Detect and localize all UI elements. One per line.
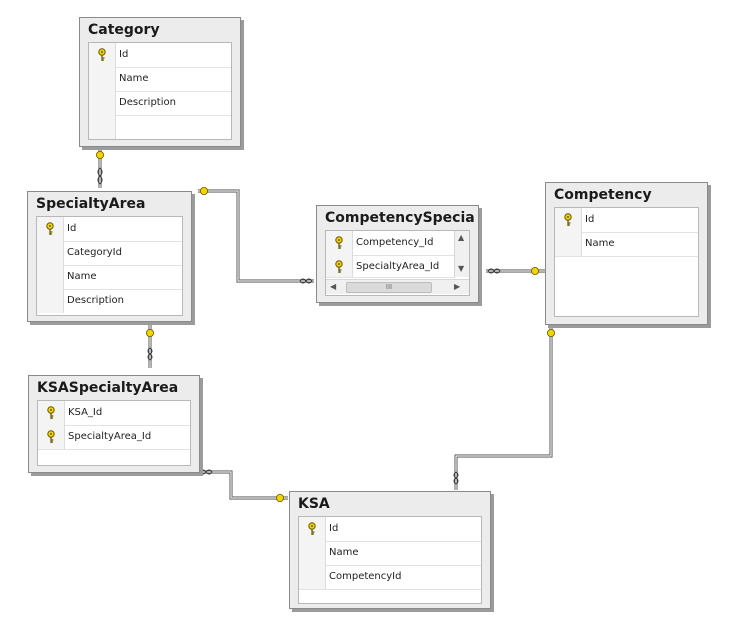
column-row[interactable]: SpecialtyArea_Id bbox=[38, 425, 190, 450]
column-grid: Id CategoryId Name Description bbox=[36, 216, 183, 316]
column-name: Name bbox=[67, 271, 97, 282]
infinity-end-icon bbox=[147, 347, 153, 361]
infinity-end-icon bbox=[453, 471, 459, 485]
column-grid: KSA_Id SpecialtyArea_Id bbox=[37, 400, 191, 466]
column-row[interactable]: Id bbox=[89, 43, 231, 68]
column-grid: Id Name bbox=[554, 207, 699, 317]
table-title: KSASpecialtyArea bbox=[37, 380, 179, 396]
column-name: CategoryId bbox=[67, 247, 122, 258]
table-category[interactable]: Category Id Name Description bbox=[79, 17, 241, 147]
column-row[interactable]: SpecialtyArea_Id bbox=[326, 255, 455, 278]
infinity-end-icon bbox=[199, 469, 213, 475]
column-name: Id bbox=[585, 214, 595, 225]
scroll-thumb[interactable]: III bbox=[346, 282, 432, 293]
table-title: SpecialtyArea bbox=[36, 196, 146, 212]
column-row[interactable]: Name bbox=[299, 541, 481, 566]
table-title: Competency bbox=[554, 187, 652, 203]
column-name: KSA_Id bbox=[68, 407, 103, 418]
primary-key-icon bbox=[46, 222, 54, 235]
column-row[interactable]: Description bbox=[89, 91, 231, 116]
scroll-up-arrow-icon[interactable]: ▲ bbox=[458, 233, 465, 242]
scroll-right-arrow-icon[interactable]: ▶ bbox=[454, 282, 461, 291]
column-row[interactable]: Description bbox=[37, 289, 182, 313]
primary-key-icon bbox=[335, 236, 343, 249]
table-competencyspecialty[interactable]: CompetencySpecia Competency_Id Specialty… bbox=[316, 205, 479, 303]
column-name: Id bbox=[67, 223, 77, 234]
key-end-icon bbox=[275, 493, 284, 502]
empty-row bbox=[89, 115, 231, 139]
primary-key-icon bbox=[98, 48, 106, 61]
column-grid: Competency_Id SpecialtyArea_Id ▲ ▼ ◀ III… bbox=[325, 230, 470, 296]
primary-key-icon bbox=[335, 260, 343, 273]
column-name: Competency_Id bbox=[356, 237, 434, 248]
column-row[interactable]: Competency_Id bbox=[326, 231, 455, 256]
table-ksa[interactable]: KSA Id Name CompetencyId bbox=[289, 491, 491, 609]
infinity-end-icon bbox=[487, 268, 501, 274]
relationship-competency-ksa[interactable] bbox=[454, 324, 553, 490]
column-name: Name bbox=[119, 73, 149, 84]
column-row[interactable]: Id bbox=[37, 217, 182, 242]
one-end-markers bbox=[96, 150, 556, 502]
table-title: KSA bbox=[298, 496, 330, 512]
key-end-icon bbox=[531, 266, 540, 275]
column-name: Id bbox=[119, 49, 129, 60]
column-name: Description bbox=[119, 97, 176, 108]
horizontal-scrollbar[interactable]: ◀ III ▶ bbox=[326, 279, 469, 294]
primary-key-icon bbox=[308, 522, 316, 535]
primary-key-icon bbox=[47, 430, 55, 443]
relationship-ksa-ksaspecialtyarea[interactable] bbox=[198, 470, 288, 500]
table-competency[interactable]: Competency Id Name bbox=[545, 182, 708, 325]
scroll-down-arrow-icon[interactable]: ▼ bbox=[458, 264, 465, 273]
column-name: Name bbox=[585, 238, 615, 249]
key-end-icon bbox=[145, 328, 154, 337]
primary-key-icon bbox=[47, 406, 55, 419]
column-grid: Id Name Description bbox=[88, 42, 232, 140]
key-end-icon bbox=[199, 186, 208, 195]
column-row[interactable]: Id bbox=[299, 517, 481, 542]
column-name: Description bbox=[67, 295, 124, 306]
column-row[interactable]: Name bbox=[555, 232, 698, 257]
column-grid: Id Name CompetencyId bbox=[298, 516, 482, 604]
column-row[interactable]: Id bbox=[555, 208, 698, 233]
column-name: Name bbox=[329, 547, 359, 558]
column-row[interactable]: CategoryId bbox=[37, 241, 182, 266]
column-row[interactable]: Name bbox=[89, 67, 231, 92]
scroll-left-arrow-icon[interactable]: ◀ bbox=[330, 282, 337, 291]
column-row[interactable]: Name bbox=[37, 265, 182, 290]
key-end-icon bbox=[547, 328, 556, 337]
table-specialtyarea[interactable]: SpecialtyArea Id CategoryId Name Descrip… bbox=[27, 191, 192, 322]
many-end-markers bbox=[97, 167, 501, 485]
primary-key-icon bbox=[564, 213, 572, 226]
column-row[interactable]: CompetencyId bbox=[299, 565, 481, 590]
table-ksaspecialtyarea[interactable]: KSASpecialtyArea KSA_Id SpecialtyArea_Id bbox=[28, 375, 200, 473]
relationship-specialtyarea-competencyspecialty[interactable] bbox=[198, 189, 314, 283]
column-name: Id bbox=[329, 523, 339, 534]
key-end-icon bbox=[96, 150, 105, 159]
vertical-scrollbar[interactable]: ▲ ▼ bbox=[454, 231, 469, 277]
table-title: Category bbox=[88, 22, 160, 38]
infinity-end-icon bbox=[97, 167, 103, 185]
table-title: CompetencySpecia bbox=[325, 210, 475, 226]
column-name: CompetencyId bbox=[329, 571, 402, 582]
column-name: SpecialtyArea_Id bbox=[356, 261, 440, 272]
column-name: SpecialtyArea_Id bbox=[68, 431, 152, 442]
infinity-end-icon bbox=[299, 278, 313, 284]
column-row[interactable]: KSA_Id bbox=[38, 401, 190, 426]
